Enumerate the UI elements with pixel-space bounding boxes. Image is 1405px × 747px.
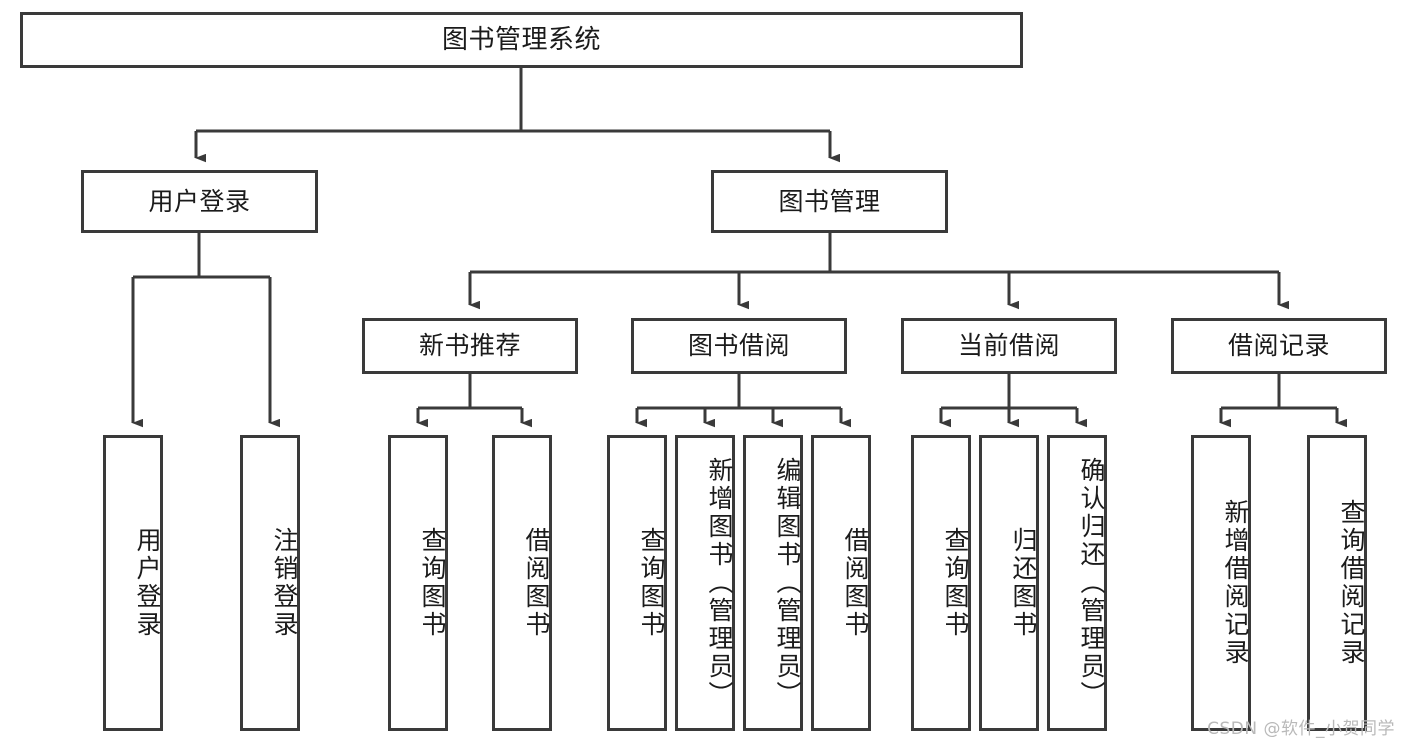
leaf-borrow-book-1-label: 借阅图书 (522, 527, 551, 639)
leaf-edit-book[interactable]: 编辑图书（管理员） (743, 435, 803, 731)
node-book-management-label: 图书管理 (778, 186, 881, 216)
leaf-confirm-return[interactable]: 确认归还（管理员） (1047, 435, 1107, 731)
leaf-add-book-label: 新增图书（管理员） (705, 457, 734, 709)
leaf-user-logout-label: 注销登录 (270, 527, 299, 639)
node-root-label: 图书管理系统 (441, 24, 601, 55)
leaf-user-logout[interactable]: 注销登录 (240, 435, 300, 731)
node-user-login[interactable]: 用户登录 (81, 170, 318, 233)
node-new-book-recommend[interactable]: 新书推荐 (362, 318, 578, 374)
leaf-query-book-2[interactable]: 查询图书 (607, 435, 667, 731)
leaf-borrow-book-2-label: 借阅图书 (841, 527, 870, 639)
leaf-query-record-label: 查询借阅记录 (1337, 499, 1366, 667)
leaf-query-book-1[interactable]: 查询图书 (388, 435, 448, 731)
leaf-query-book-1-label: 查询图书 (418, 527, 447, 639)
leaf-confirm-return-label: 确认归还（管理员） (1077, 457, 1106, 709)
leaf-query-book-3[interactable]: 查询图书 (911, 435, 971, 731)
node-user-login-label: 用户登录 (148, 186, 251, 216)
leaf-add-record[interactable]: 新增借阅记录 (1191, 435, 1251, 731)
leaf-query-book-2-label: 查询图书 (637, 527, 666, 639)
node-root[interactable]: 图书管理系统 (20, 12, 1023, 68)
node-book-borrow[interactable]: 图书借阅 (631, 318, 847, 374)
node-new-book-recommend-label: 新书推荐 (418, 331, 521, 361)
node-book-management[interactable]: 图书管理 (711, 170, 948, 233)
leaf-query-record[interactable]: 查询借阅记录 (1307, 435, 1367, 731)
node-borrow-record-label: 借阅记录 (1227, 331, 1330, 361)
node-borrow-record[interactable]: 借阅记录 (1171, 318, 1387, 374)
leaf-query-book-3-label: 查询图书 (941, 527, 970, 639)
leaf-user-login-label: 用户登录 (133, 527, 162, 639)
leaf-add-record-label: 新增借阅记录 (1221, 499, 1250, 667)
leaf-borrow-book-1[interactable]: 借阅图书 (492, 435, 552, 731)
node-book-borrow-label: 图书借阅 (687, 331, 790, 361)
leaf-return-book[interactable]: 归还图书 (979, 435, 1039, 731)
leaf-edit-book-label: 编辑图书（管理员） (773, 457, 802, 709)
leaf-add-book[interactable]: 新增图书（管理员） (675, 435, 735, 731)
leaf-return-book-label: 归还图书 (1009, 527, 1038, 639)
node-current-borrow-label: 当前借阅 (957, 331, 1060, 361)
leaf-borrow-book-2[interactable]: 借阅图书 (811, 435, 871, 731)
leaf-user-login[interactable]: 用户登录 (103, 435, 163, 731)
csdn-watermark: CSDN @软件_小贺同学 (1207, 719, 1395, 739)
node-current-borrow[interactable]: 当前借阅 (901, 318, 1117, 374)
